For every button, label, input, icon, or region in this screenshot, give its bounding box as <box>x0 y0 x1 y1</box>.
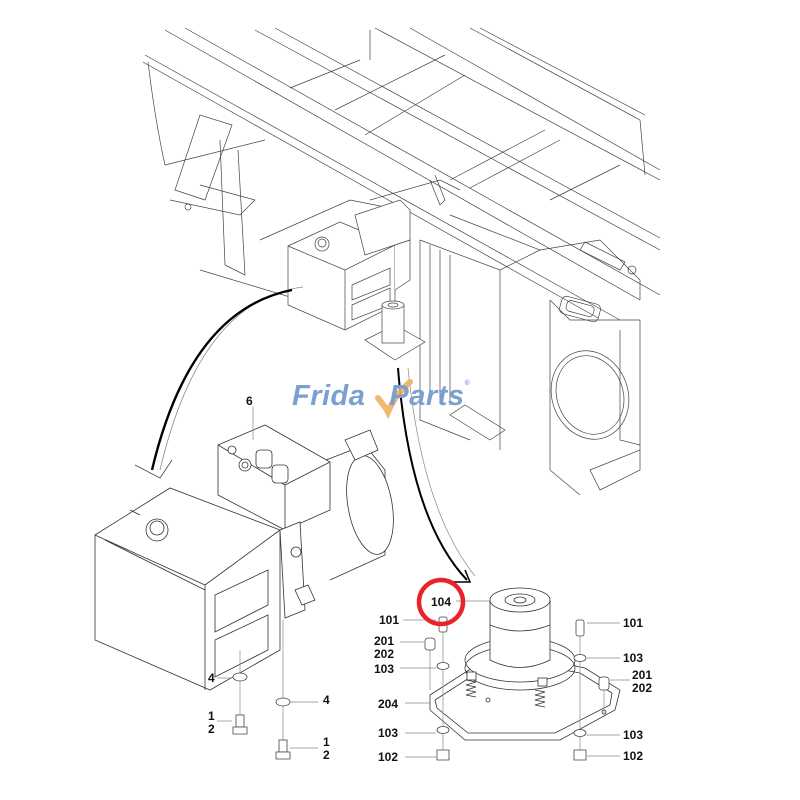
registered-mark: ® <box>464 380 471 387</box>
watermark-text-2: Parts <box>389 380 465 412</box>
callout-label-103: 103 <box>623 728 644 742</box>
callout-label-6: 6 <box>246 394 253 408</box>
leader-lines <box>217 407 630 758</box>
callout-label-103: 103 <box>374 662 395 676</box>
arrow-left <box>134 286 304 479</box>
watermark-text-1: Frida <box>292 380 366 412</box>
callout-label-4: 4 <box>208 671 215 685</box>
callout-label-104: 104 <box>431 595 452 609</box>
callout-label-204: 204 <box>378 697 399 711</box>
pump-mount-installed <box>364 300 426 361</box>
callout-label-103: 103 <box>623 651 644 665</box>
callout-label-4: 4 <box>323 693 330 707</box>
fasteners-pump-mount <box>424 616 610 761</box>
callout-label-102: 102 <box>623 749 644 763</box>
pump-mount-exploded <box>429 587 621 741</box>
watermark-logo: Frida Parts® <box>292 380 470 413</box>
callout-label-103: 103 <box>378 726 399 740</box>
fasteners-left <box>232 620 291 760</box>
arrow-right <box>397 367 476 583</box>
callout-label-102: 102 <box>378 750 399 764</box>
highlight-circle-104 <box>416 577 466 627</box>
hydraulic-power-unit <box>94 424 394 691</box>
hydraulic-unit-installed <box>287 199 411 331</box>
watermark-check-icon <box>375 379 413 420</box>
chassis-frame <box>142 27 661 496</box>
callout-label-101: 101 <box>623 616 644 630</box>
callout-label-101: 101 <box>379 613 400 627</box>
